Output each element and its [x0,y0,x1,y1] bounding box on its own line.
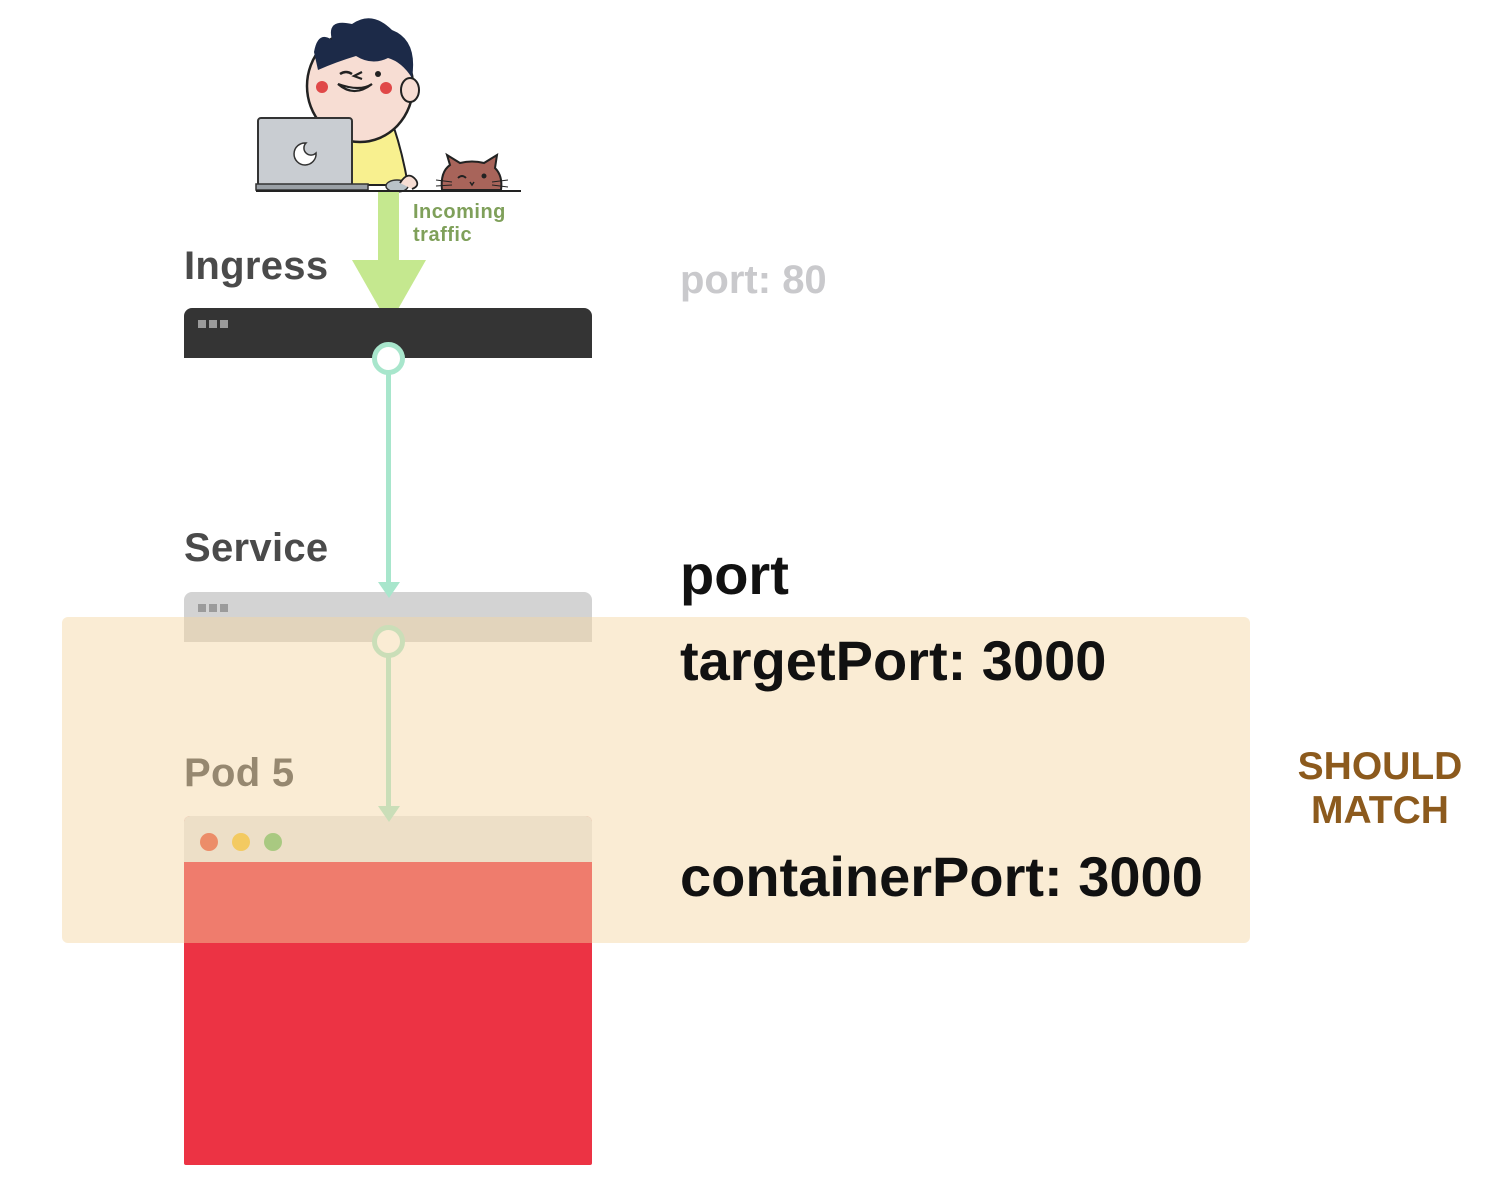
pod-label: Pod 5 [184,751,295,795]
window-minimize-dot [232,833,250,851]
service-port-text: port [680,543,789,606]
incoming-traffic-label-line2: traffic [413,224,473,246]
ingress-bar-dots [198,320,228,328]
should-match-line1: SHOULD [1297,745,1463,788]
pod-window-titlebar [184,816,592,862]
should-match-band [62,617,1250,943]
should-match-line2: MATCH [1311,789,1449,832]
service-arrowhead [378,582,400,598]
hair-shape [314,18,414,78]
cat-shape [440,152,503,191]
service-label: Service [184,526,329,570]
developer-illustration [255,18,521,193]
ingress-port-node [372,342,405,375]
ingress-service-connector [386,370,391,584]
incoming-traffic-label: Incoming traffic [413,201,506,247]
service-bar-dots [198,604,228,612]
pod-arrowhead [378,806,400,822]
ingress-label: Ingress [184,244,329,288]
service-pod-connector [386,650,391,808]
service-port-node [372,625,405,658]
container-port-text: containerPort: 3000 [680,845,1203,908]
ingress-port-text: port: 80 [680,258,827,302]
should-match-note: SHOULD MATCH [1280,745,1480,833]
window-close-dot [200,833,218,851]
pod-window [184,816,592,1165]
incoming-traffic-label-line1: Incoming [413,201,506,223]
incoming-traffic-arrow [352,192,426,325]
window-maximize-dot [264,833,282,851]
target-port-text: targetPort: 3000 [680,629,1107,692]
